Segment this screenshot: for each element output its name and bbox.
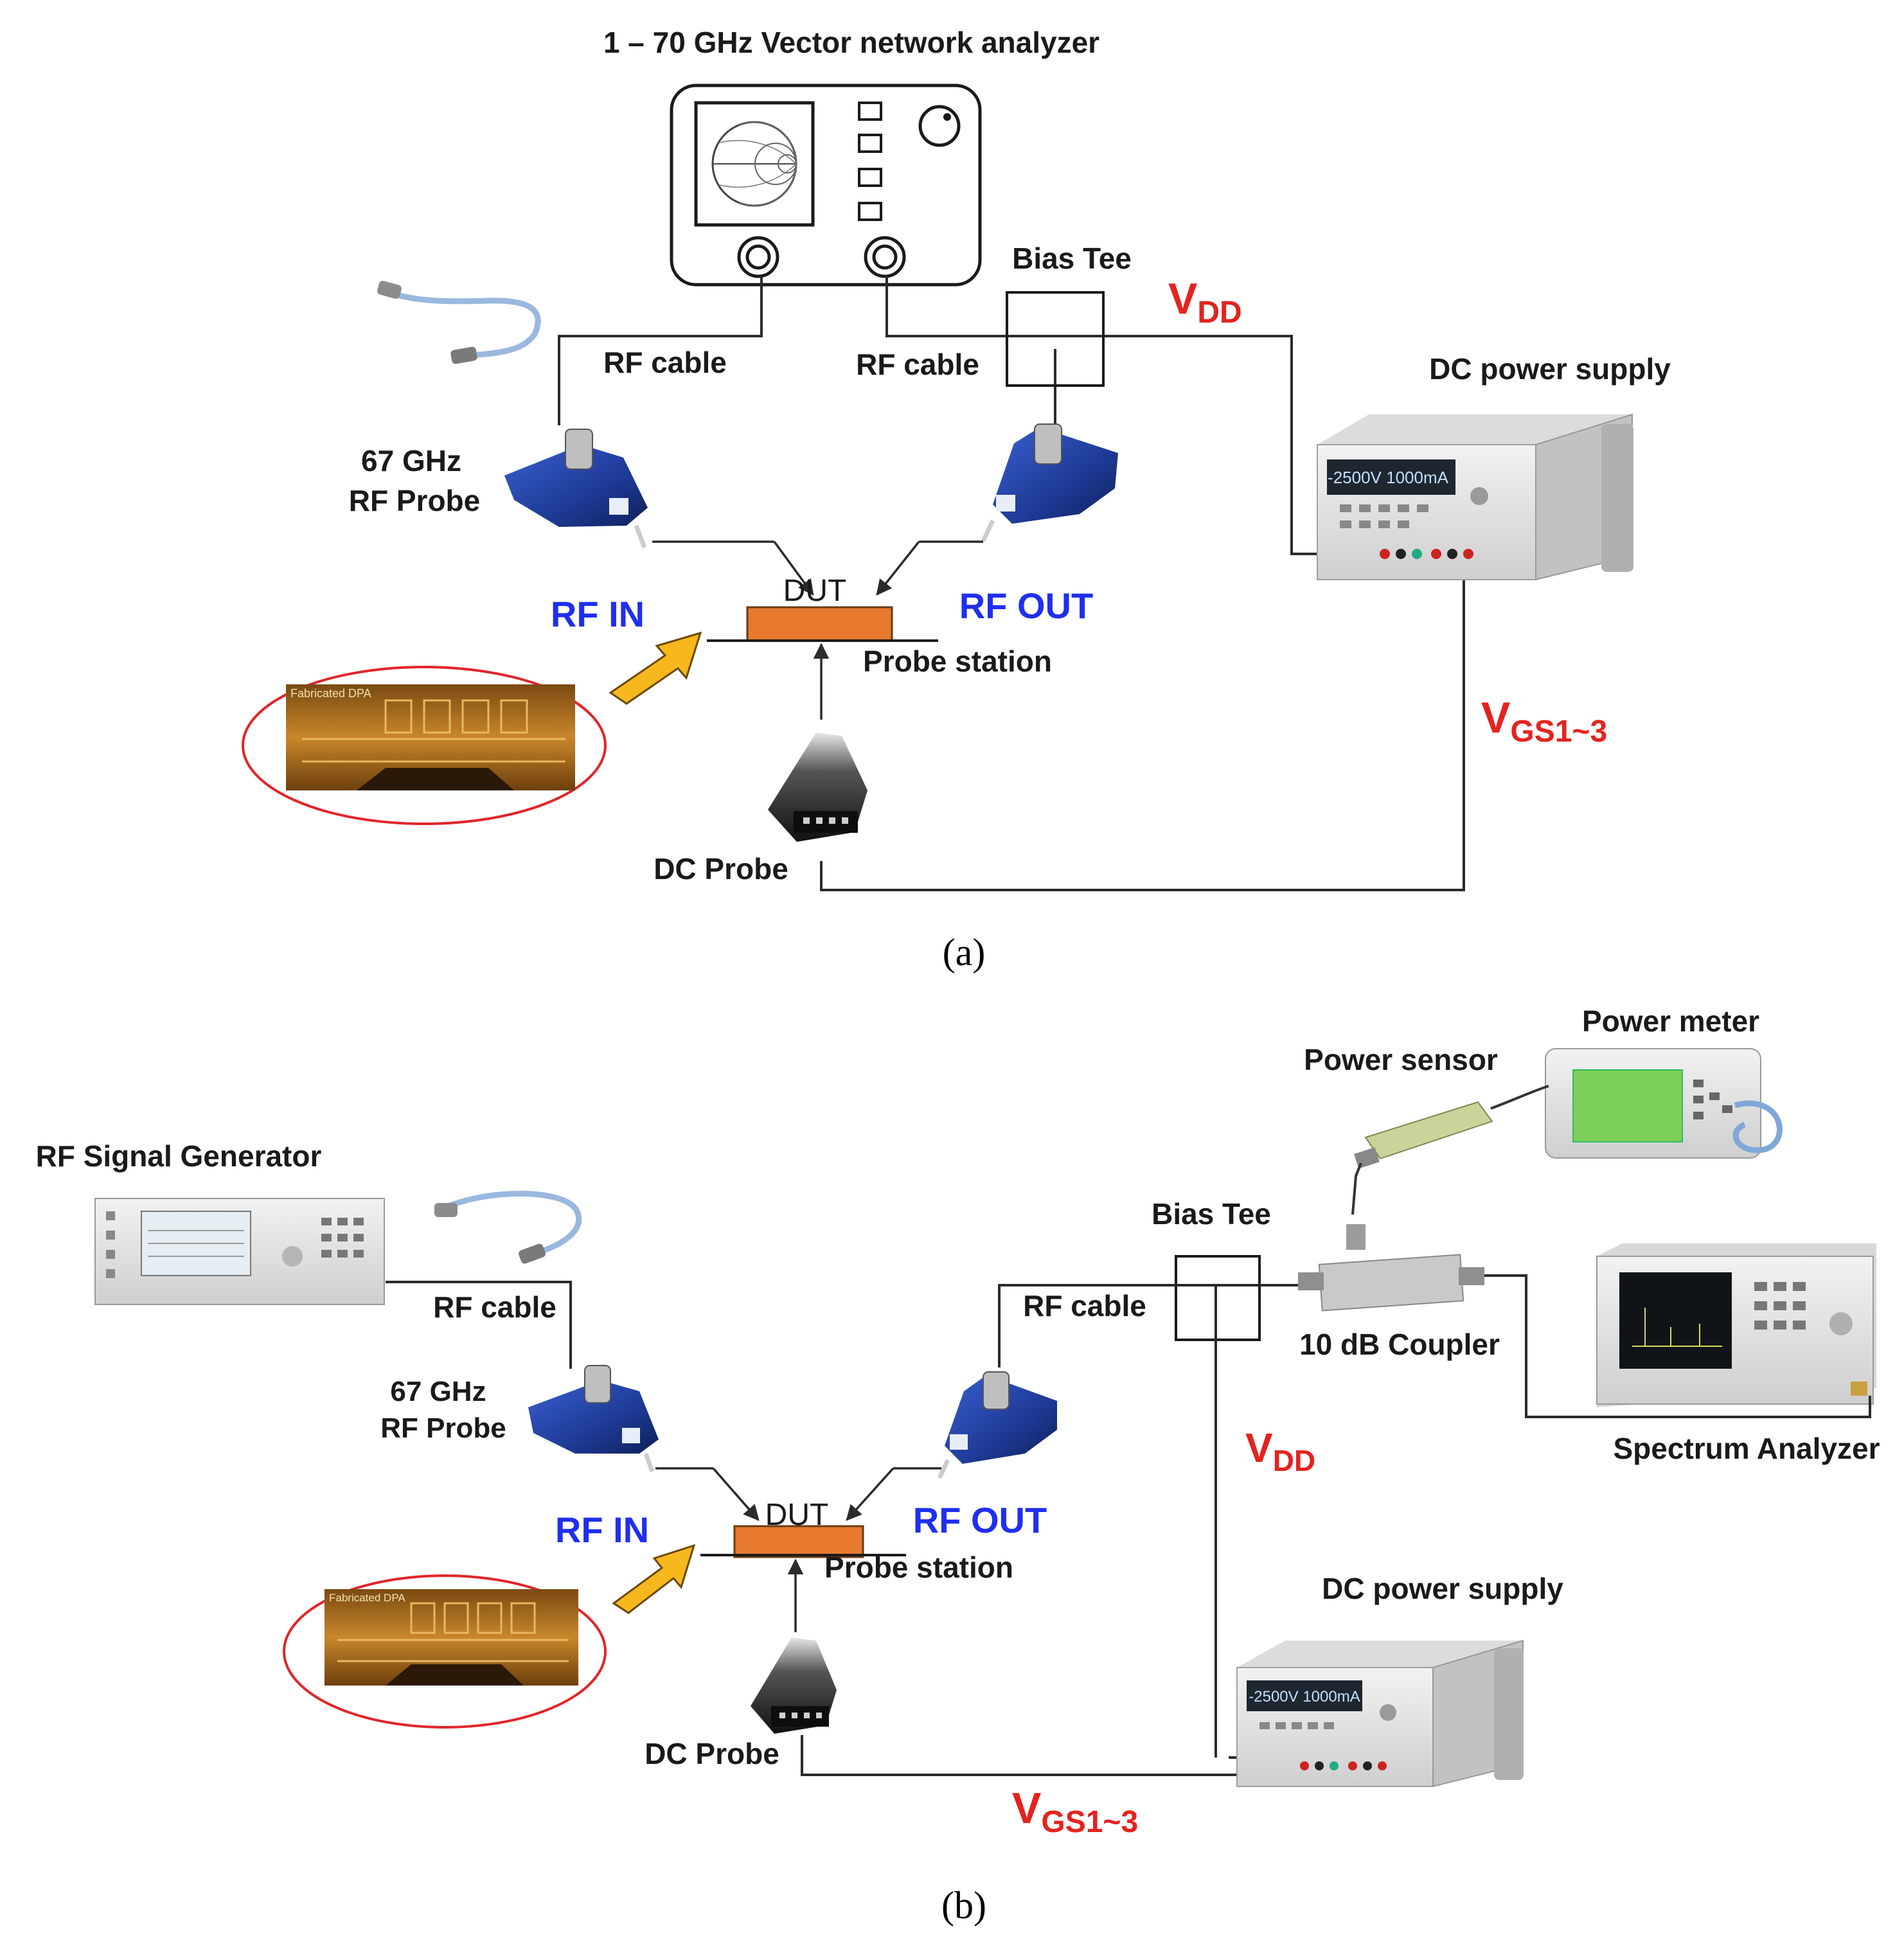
dc-power-supply-icon: -2500V 1000mA (1236, 1639, 1524, 1788)
rf-cable-label-left: RF cable (433, 1290, 556, 1324)
vgs-wire (801, 1735, 1337, 1776)
chip-label: Fabricated DPA (329, 1592, 405, 1604)
rf-probe-icon (528, 1365, 659, 1473)
power-meter-label: Power meter (1582, 1004, 1759, 1038)
bias-tee-label: Bias Tee (1012, 242, 1132, 275)
coupler-label: 10 dB Coupler (1299, 1328, 1500, 1361)
dc-power-supply-icon: -2500V 1000mA (1317, 413, 1633, 581)
signal-generator-icon (94, 1198, 385, 1305)
probe-arrow-left (712, 1467, 760, 1521)
dut-label: DUT (783, 574, 847, 608)
svg-text:-2500V 1000mA: -2500V 1000mA (1249, 1688, 1360, 1705)
probe-arrow-right (876, 540, 920, 596)
rf-cable-wire-left (558, 276, 763, 425)
coupler-icon (1298, 1224, 1484, 1312)
panel-b: Power meter Power sensor RF Signal Gener… (36, 1004, 1880, 1927)
vgs-label: VGS1~3 (1481, 693, 1607, 749)
rf-out-label: RF OUT (913, 1500, 1047, 1540)
rf-cable-label-right: RF cable (1023, 1289, 1146, 1322)
spectrum-analyzer-icon (1596, 1243, 1876, 1407)
rf-cable-wire-left (386, 1281, 572, 1369)
rf-cable-wire-right (885, 276, 1102, 337)
probe-arrow-left (773, 540, 814, 596)
dut-block (733, 1525, 864, 1558)
rf-signal-generator-label: RF Signal Generator (36, 1139, 322, 1173)
vgs-wire (820, 565, 1465, 891)
probe-arrow-right (846, 1467, 894, 1521)
rf-probe-label-line2: RF Probe (349, 484, 480, 517)
input-arrow-icon (612, 1544, 696, 1614)
chip-highlight-ellipse (283, 1574, 607, 1729)
input-arrow-icon (609, 631, 702, 705)
dc-power-supply-label: DC power supply (1429, 352, 1671, 386)
probe-station-label: Probe station (824, 1551, 1013, 1584)
vgs-label: VGS1~3 (1012, 1784, 1138, 1839)
bias-tee-box (1175, 1255, 1261, 1341)
coupler-to-analyzer-wire (1484, 1274, 1871, 1418)
rf-cable-label-left: RF cable (603, 346, 727, 379)
rf-cable-icon (434, 1191, 582, 1264)
caption-a: (a) (943, 931, 986, 974)
bias-tee-label: Bias Tee (1152, 1197, 1271, 1231)
probe-station-label: Probe station (863, 645, 1052, 678)
dc-probe-icon (768, 733, 867, 842)
rf-in-label: RF IN (555, 1509, 649, 1550)
svg-text:-2500V 1000mA: -2500V 1000mA (1328, 468, 1449, 487)
rf-probe-icon (937, 1371, 1057, 1479)
chip-photo-icon: Fabricated DPA (286, 684, 575, 790)
power-sensor-label: Power sensor (1304, 1043, 1498, 1076)
spectrum-analyzer-label: Spectrum Analyzer (1614, 1432, 1880, 1465)
rf-probe-label-line1: 67 GHz (361, 444, 461, 477)
rf-cable-label-right: RF cable (856, 348, 979, 381)
rf-probe-icon (504, 429, 648, 549)
caption-b: (b) (941, 1884, 986, 1927)
chip-label: Fabricated DPA (290, 687, 371, 700)
panel-a: 1 – 70 GHz Vector network analyzer (242, 26, 1671, 974)
vdd-label: VDD (1245, 1425, 1315, 1477)
vdd-label: VDD (1168, 274, 1242, 330)
power-meter-icon (1545, 1048, 1783, 1159)
bias-tee-box (1006, 291, 1105, 387)
dc-probe-label: DC Probe (654, 852, 788, 886)
rf-probe-label-line1: 67 GHz (390, 1376, 486, 1407)
dc-power-supply-label: DC power supply (1322, 1572, 1563, 1605)
rf-probe-icon (981, 423, 1118, 542)
power-sensor-icon (1351, 1085, 1549, 1215)
chip-photo-icon: Fabricated DPA (325, 1589, 578, 1686)
rf-cable-wire-right (998, 1284, 1298, 1367)
rf-probe-label-line2: RF Probe (380, 1412, 506, 1444)
dc-probe-label: DC Probe (645, 1737, 779, 1770)
rf-in-label: RF IN (551, 594, 645, 634)
dc-probe-icon (751, 1637, 837, 1734)
rf-cable-icon (377, 281, 541, 364)
dut-block (746, 606, 893, 642)
chip-highlight-ellipse (242, 666, 607, 825)
vna-title: 1 – 70 GHz Vector network analyzer (603, 26, 1099, 59)
vector-network-analyzer-icon (670, 84, 982, 287)
rf-out-label: RF OUT (959, 585, 1093, 626)
